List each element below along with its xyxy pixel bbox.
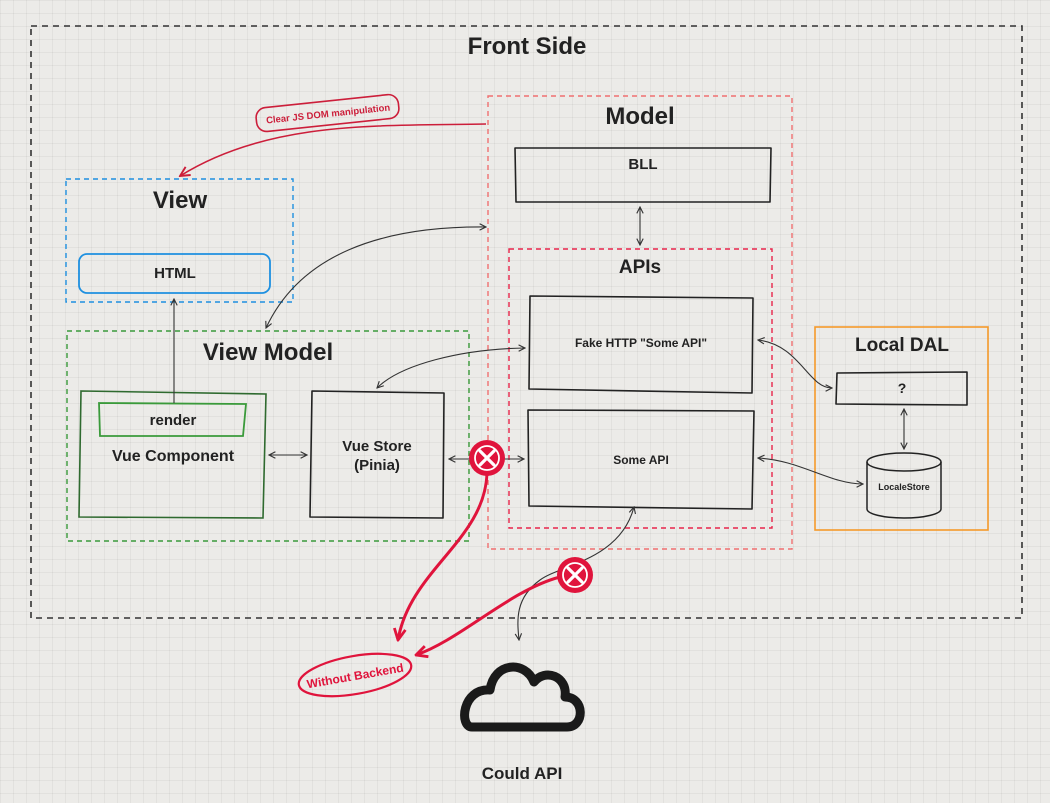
question-box (835, 371, 968, 406)
arrow-someapi-cloud (518, 507, 634, 640)
some-api-label: Some API (613, 453, 669, 467)
vue-component-label: Vue Component (112, 448, 235, 465)
locale-store-cylinder (866, 452, 942, 519)
without-backend-arrow-1 (398, 472, 489, 640)
apis-title: APIs (619, 257, 661, 278)
locale-store-label: LocaleStore (878, 482, 930, 492)
model-title: Model (605, 103, 674, 130)
bll-box (514, 147, 772, 203)
some-api-box (527, 409, 755, 510)
bll-label: BLL (628, 156, 657, 173)
vue-store-label-line1: Vue Store (342, 438, 411, 455)
local-dal-title: Local DAL (855, 335, 949, 356)
without-backend-arrow-2 (416, 575, 561, 655)
fake-http-label: Fake HTTP "Some API" (575, 336, 707, 350)
local-dal-container (814, 326, 989, 531)
render-label: render (150, 412, 197, 429)
fake-http-box (528, 295, 754, 394)
arrow-someapi-localestore (758, 458, 863, 484)
html-label: HTML (154, 265, 196, 282)
view-model-container (66, 330, 470, 542)
arrow-fakehttp-question (758, 340, 832, 388)
blocked-icon (557, 557, 593, 593)
vue-store-box (309, 390, 445, 519)
question-label: ? (898, 380, 907, 396)
view-model-title: View Model (203, 339, 333, 366)
vue-component-box (78, 390, 267, 519)
cloud-icon (460, 662, 585, 732)
cloud-label: Could API (482, 764, 563, 783)
without-backend-tag: Without Backend (297, 652, 413, 698)
render-box (98, 402, 247, 437)
view-title: View (153, 187, 208, 214)
arrow-viewmodel-model (266, 227, 486, 328)
model-container (487, 95, 793, 550)
apis-container (508, 248, 773, 529)
arrow-store-fakehttp (377, 348, 525, 388)
blocked-icon (469, 440, 505, 476)
vue-store-label-line2: (Pinia) (354, 457, 400, 474)
clear-js-dom-arrow (180, 123, 487, 176)
front-side-container (30, 25, 1023, 619)
front-side-title: Front Side (468, 33, 587, 60)
